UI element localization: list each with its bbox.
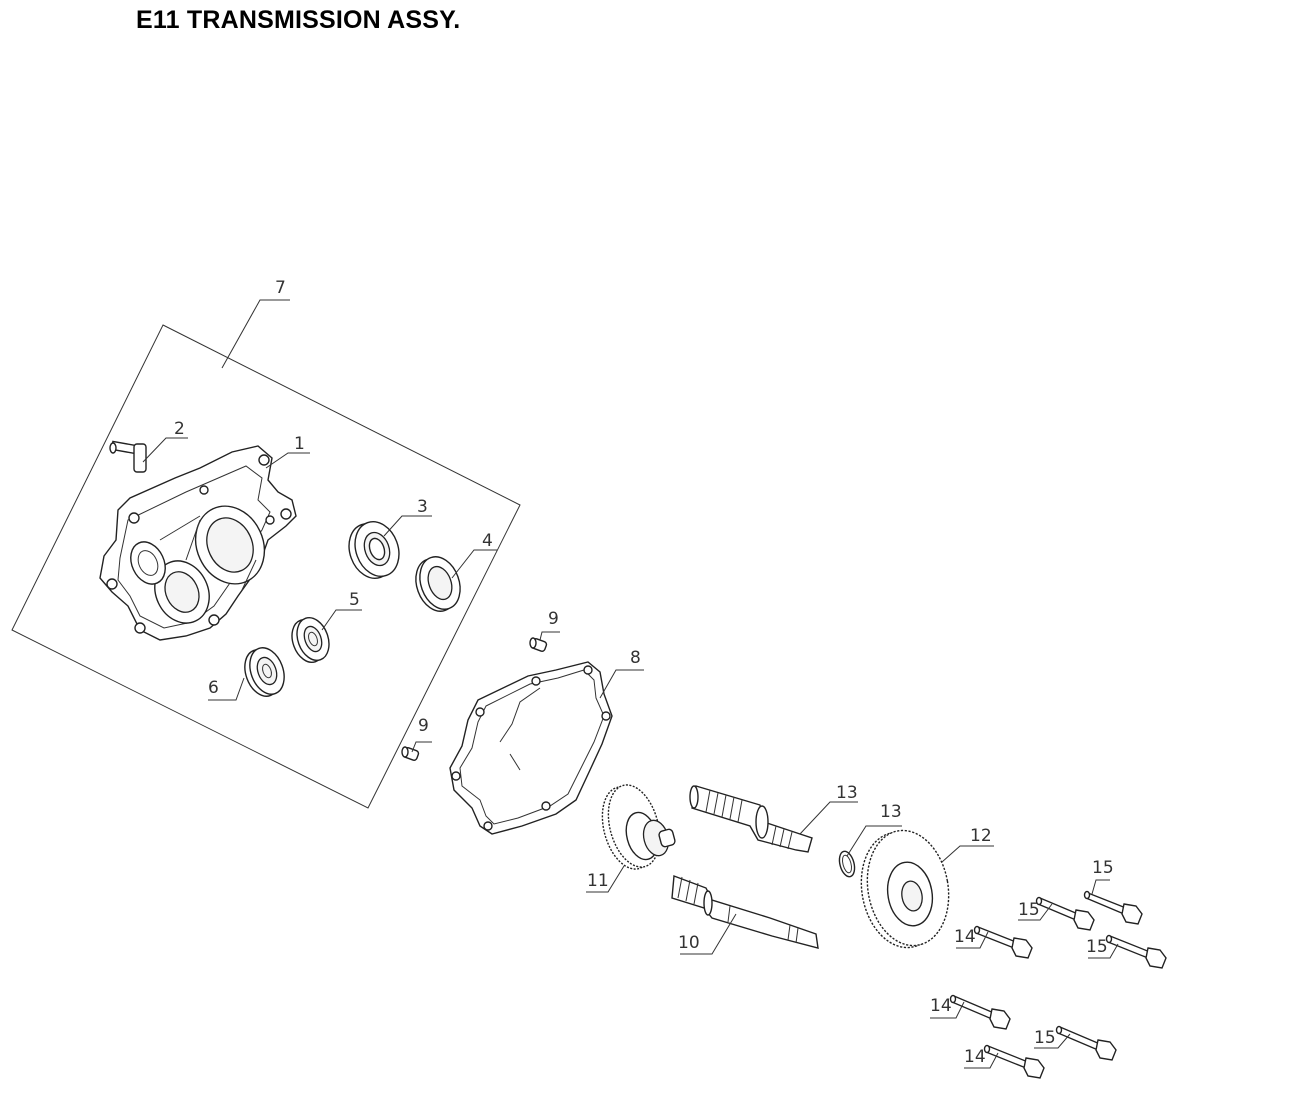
callout-14-b: 14 <box>930 996 952 1016</box>
bolt-14-b <box>949 994 1011 1030</box>
callout-15-c: 15 <box>1086 937 1108 957</box>
callout-2: 2 <box>174 419 185 439</box>
bolt-15-c <box>1105 934 1167 969</box>
assembly-group-box <box>11 324 521 809</box>
transmission-case-cover <box>99 445 297 641</box>
dowel-pin-9-lower <box>401 746 420 761</box>
bolt-15-a <box>1083 890 1143 925</box>
callout-7: 7 <box>275 278 286 298</box>
leader-lines <box>142 299 1119 1069</box>
gasket-8 <box>449 661 613 835</box>
bearing-5 <box>291 616 330 664</box>
circlip-13 <box>838 850 856 878</box>
callout-14-a: 14 <box>954 927 976 947</box>
bolt-14-c <box>983 1044 1045 1079</box>
oil-seal-4 <box>415 556 461 612</box>
callout-3: 3 <box>417 497 428 517</box>
callout-14-c: 14 <box>964 1047 986 1067</box>
callout-1: 1 <box>294 434 305 454</box>
callout-5: 5 <box>349 590 360 610</box>
dowel-pin-9-upper <box>529 637 548 652</box>
bolt-15-b <box>1035 896 1095 931</box>
bolt-15-d <box>1055 1025 1117 1061</box>
callout-13-shaft: 13 <box>836 783 858 803</box>
page-title: E11 TRANSMISSION ASSY. <box>136 6 461 34</box>
counter-shaft-13 <box>689 785 813 853</box>
callout-11: 11 <box>587 871 609 891</box>
callout-12: 12 <box>970 826 992 846</box>
drive-shaft-10 <box>671 875 819 949</box>
callout-10: 10 <box>678 933 700 953</box>
callout-15-a: 15 <box>1092 858 1114 878</box>
final-gear-12 <box>860 829 950 949</box>
callout-8: 8 <box>630 648 641 668</box>
callout-6: 6 <box>208 678 219 698</box>
callout-13-circlip: 13 <box>880 802 902 822</box>
callout-9-lower: 9 <box>418 716 429 736</box>
cluster-gear-11 <box>601 784 676 870</box>
breather-fitting <box>109 440 147 473</box>
bolt-14-a <box>973 925 1033 959</box>
callout-15-b: 15 <box>1018 900 1040 920</box>
callout-15-d: 15 <box>1034 1028 1056 1048</box>
bearing-6 <box>244 647 285 697</box>
callout-9-upper: 9 <box>548 609 559 629</box>
callout-4: 4 <box>482 531 493 551</box>
bearing-3 <box>348 521 400 579</box>
